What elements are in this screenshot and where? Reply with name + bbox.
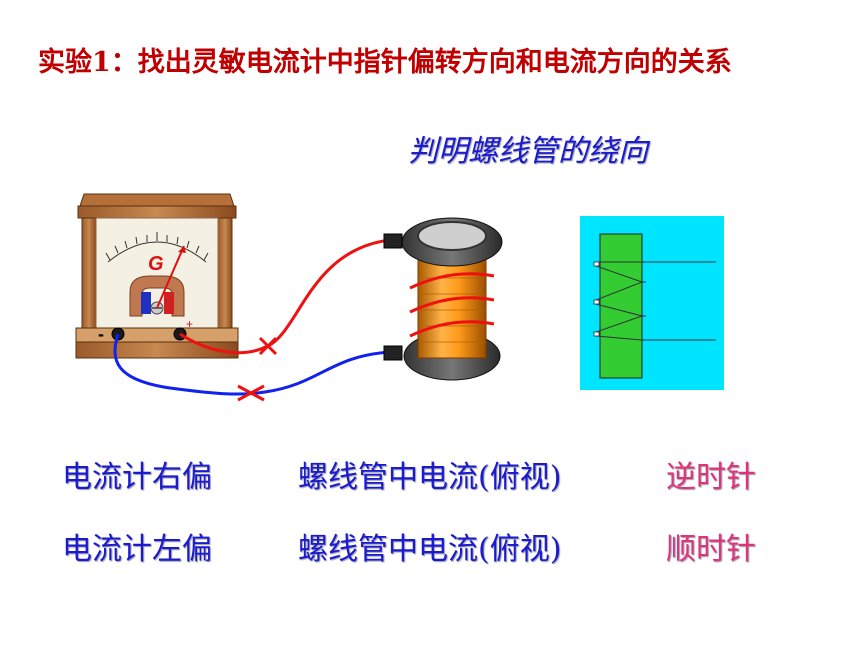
- solenoid-terminal-top: [383, 233, 403, 249]
- page-title: 实验1：找出灵敏电流计中指针偏转方向和电流方向的关系: [38, 47, 732, 78]
- blue-wire: [113, 333, 391, 396]
- wires: [113, 238, 391, 402]
- scale-ticks: [105, 232, 209, 261]
- magnet-south-pole: [164, 292, 174, 314]
- row-1-coil: 螺线管中电流(俯视): [298, 460, 562, 495]
- winding-inset-panel: [580, 216, 724, 390]
- terminal-plus-label: +: [186, 317, 193, 331]
- blue-wire-break-mark: [237, 384, 265, 402]
- row-1-direction: 逆时针: [666, 460, 756, 495]
- red-wire-break-mark: [258, 336, 278, 356]
- terminal-minus-label: -: [98, 324, 104, 344]
- inset-core: [599, 233, 643, 379]
- row-1-meter: 电流计右偏: [62, 460, 212, 495]
- diagram-subtitle: 判明螺线管的绕向: [408, 134, 648, 169]
- row-2-direction: 顺时针: [666, 532, 756, 567]
- meter-needle: [156, 245, 185, 309]
- galvanometer-label: G: [148, 253, 164, 275]
- solenoid: [383, 217, 503, 381]
- magnet-north-pole: [141, 292, 151, 314]
- winding-helix: [409, 272, 495, 338]
- row-2-meter: 电流计左偏: [62, 532, 212, 567]
- red-wire: [179, 238, 391, 355]
- horseshoe-magnet-outer: [129, 275, 185, 317]
- solenoid-terminal-bottom: [383, 345, 403, 361]
- row-2-coil: 螺线管中电流(俯视): [298, 532, 562, 567]
- galvanometer: G - +: [75, 193, 239, 359]
